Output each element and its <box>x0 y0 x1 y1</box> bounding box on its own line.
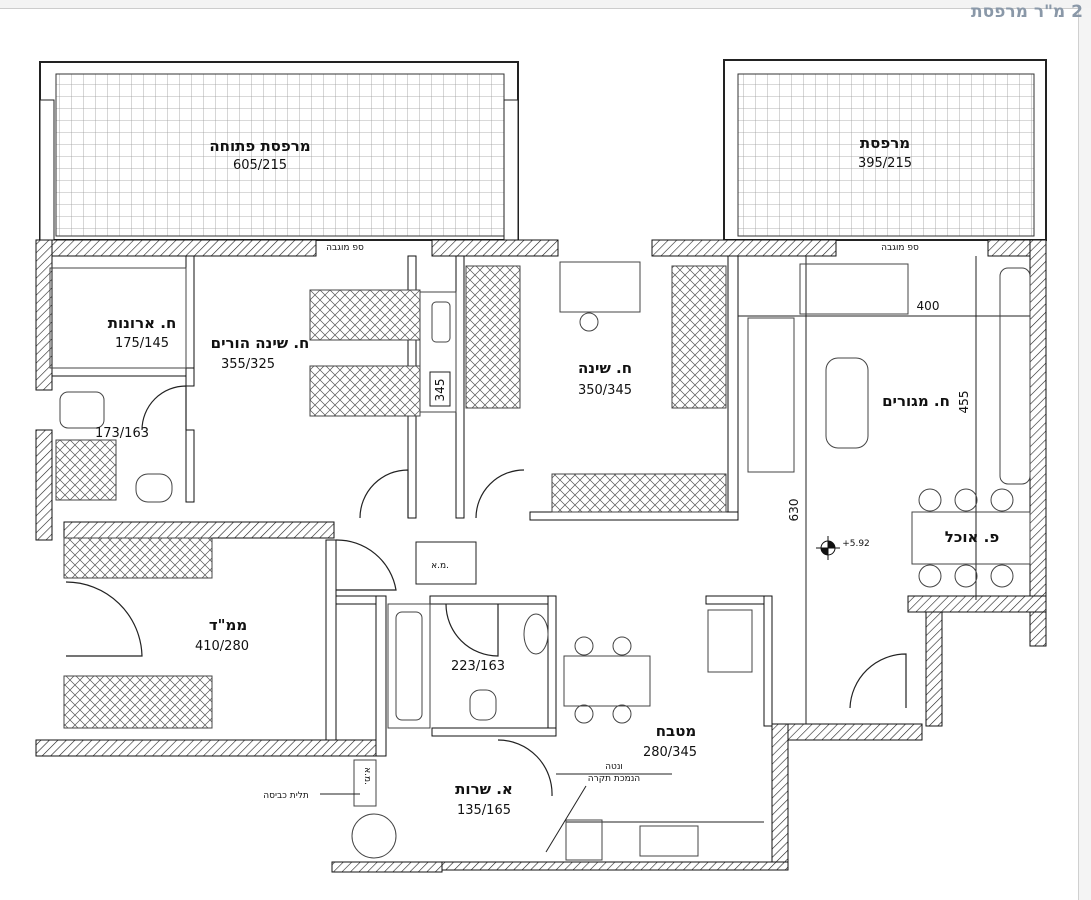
open-balcony <box>39 61 519 241</box>
dining-name: פ. אוכל <box>945 528 1000 546</box>
closet-dim: 175/145 <box>115 336 169 351</box>
furniture <box>49 261 1031 861</box>
bath-dim: 223/163 <box>451 659 505 674</box>
doors <box>65 385 907 797</box>
mamad-name: ממ"ד <box>209 616 247 634</box>
scrollbar[interactable] <box>1078 8 1091 900</box>
master-bath-dim: 173/163 <box>95 426 149 441</box>
dimension-455: 455 <box>957 391 971 414</box>
kitchen-name: מטבח <box>656 722 697 740</box>
elevation-marker <box>816 536 840 560</box>
ma-label-2: מ.א. <box>362 767 372 785</box>
living-room-name: ח. מגורים <box>882 392 950 410</box>
lowered-ceiling-label-2: הנמכת תקרה <box>588 774 641 784</box>
master-bedroom-dim: 355/325 <box>221 357 275 372</box>
top-window-edge <box>0 0 1091 9</box>
service-room-dim: 135/165 <box>457 803 511 818</box>
raised-sill-label-1: ספ מוגבה <box>326 243 364 253</box>
bedroom-dim: 350/345 <box>578 383 632 398</box>
balcony-name: מרפסת <box>860 134 910 152</box>
ma-label-1: מ.א. <box>431 561 449 571</box>
lowered-ceiling-label-1: ונטה <box>605 762 623 772</box>
outer-walls <box>35 239 1047 873</box>
laundry-label: תלית כביסה <box>263 791 309 801</box>
balcony-right <box>723 59 1047 241</box>
balcony-dim: 395/215 <box>858 156 912 171</box>
elevation-label: +5.92 <box>842 539 870 549</box>
dimension-630: 630 <box>787 499 801 522</box>
closet-name: ח. ארונות <box>108 314 177 332</box>
dimension-400: 400 <box>917 299 940 313</box>
open-balcony-dim: 605/215 <box>233 158 287 173</box>
ma-box <box>415 541 477 585</box>
service-room-name: א. שרות <box>455 780 513 798</box>
bedroom-name: ח. שינה <box>578 359 632 377</box>
raised-sill-label-2: ספ מוגבה <box>881 243 919 253</box>
balcony-area-note: 2 מ"ר מרפסת <box>971 2 1083 22</box>
mamad-dim: 410/280 <box>195 639 249 654</box>
master-bedroom-name: ח. שינה הורים <box>211 334 310 352</box>
dimension-345: 345 <box>433 379 447 402</box>
open-balcony-name: מרפסת פתוחה <box>209 137 310 155</box>
kitchen-dim: 280/345 <box>643 745 697 760</box>
